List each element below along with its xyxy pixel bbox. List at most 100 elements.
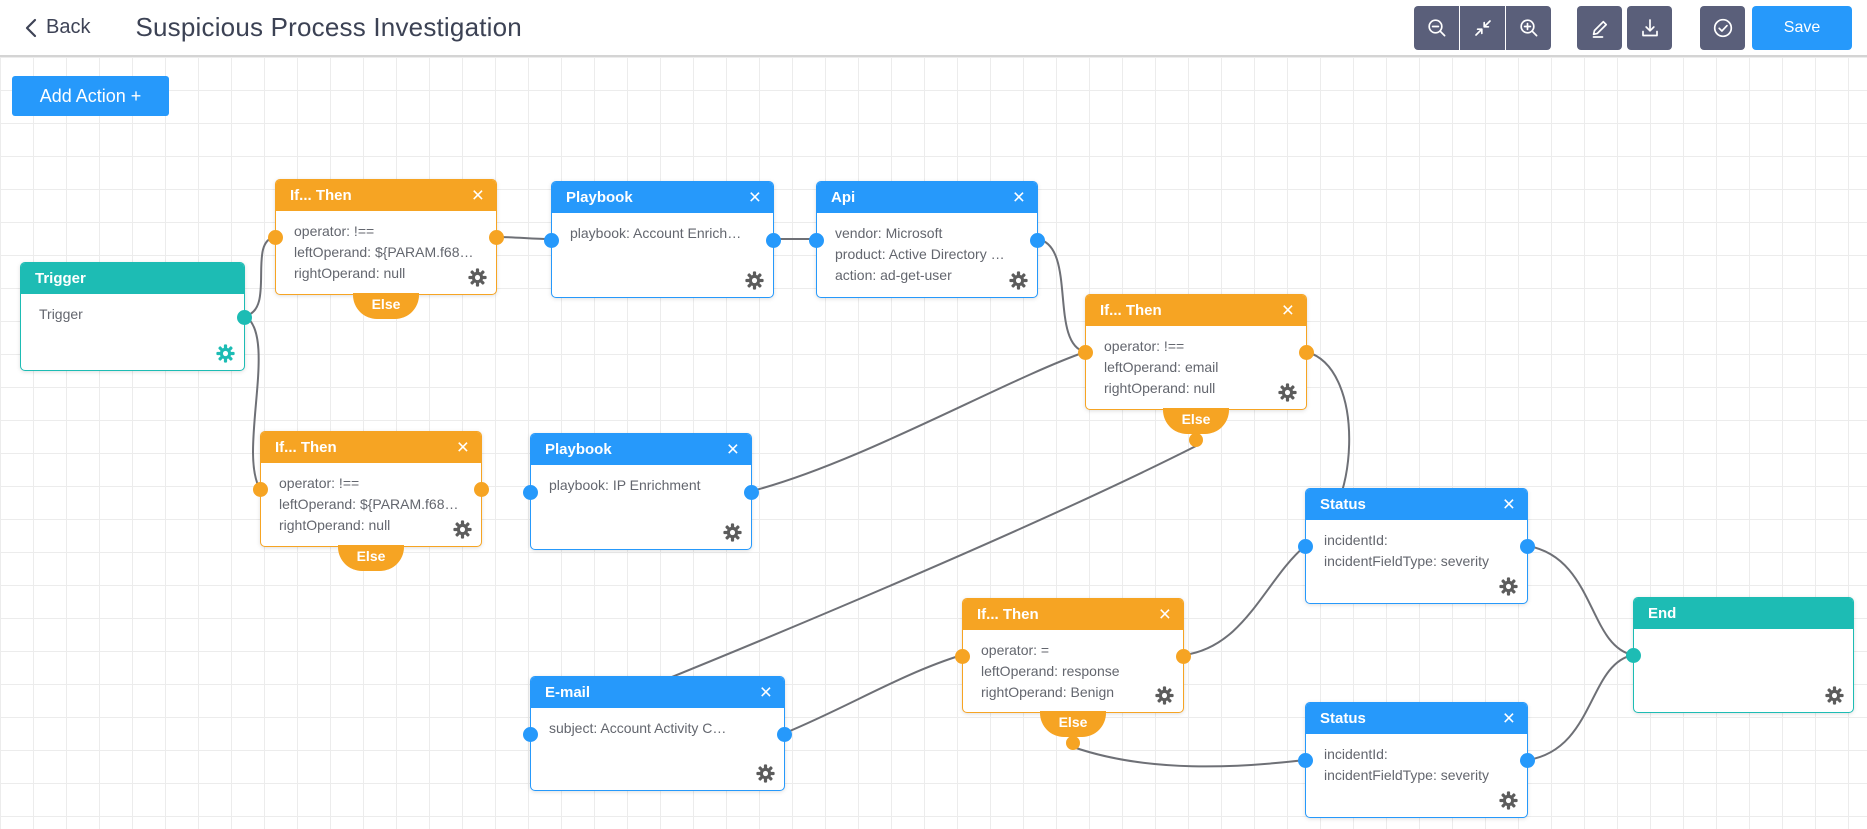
- edge-status2-to-end: [1527, 654, 1634, 761]
- node-param-line: product: Active Directory …: [835, 246, 1005, 262]
- node-param-line: leftOperand: ${PARAM.f68…: [294, 244, 474, 260]
- ifthen2-else-branch[interactable]: Else: [338, 545, 404, 571]
- api-title: Api: [831, 189, 856, 206]
- edge-status1-to-end: [1527, 545, 1634, 656]
- node-header: If... Then×: [276, 180, 496, 211]
- add-action-button[interactable]: Add Action +: [12, 76, 169, 116]
- node-ifthen3[interactable]: If... Then × operator: =leftOperand: respo…: [955, 598, 1191, 750]
- node-end[interactable]: End: [1626, 597, 1854, 713]
- ifthen-email-output-port[interactable]: [1299, 345, 1314, 360]
- node-ifthen2[interactable]: If... Then×operator: !==leftOperand: ${P…: [253, 431, 489, 571]
- close-icon[interactable]: ×: [1281, 299, 1294, 322]
- close-icon[interactable]: ×: [726, 438, 739, 461]
- gear-icon[interactable]: [453, 520, 472, 539]
- close-icon[interactable]: ×: [1502, 493, 1515, 516]
- save-button[interactable]: Save: [1752, 6, 1852, 50]
- zoom-out-icon: [1427, 19, 1445, 37]
- node-ifthen-email[interactable]: If... Then×operator: !==leftOperand: ema…: [1078, 294, 1314, 447]
- gear-icon[interactable]: [723, 523, 742, 542]
- node-param-line: Trigger: [39, 306, 83, 322]
- node-header: If... Then×: [261, 432, 481, 463]
- gear-icon[interactable]: [1825, 686, 1844, 705]
- ifthen3-title: If... Then: [977, 606, 1039, 623]
- close-icon[interactable]: ×: [471, 184, 484, 207]
- validate-button[interactable]: [1700, 6, 1745, 50]
- gear-icon[interactable]: [468, 268, 487, 287]
- node-param-line: operator: !==: [1104, 338, 1185, 354]
- node-playbook1[interactable]: Playbook×playbook: Account Enrich…: [544, 181, 781, 298]
- ifthen3-else-branch[interactable]: Else: [1040, 711, 1106, 737]
- email-output-port[interactable]: [777, 726, 792, 742]
- ifthen3-else-port[interactable]: [1066, 736, 1080, 750]
- check-circle-icon: [1713, 18, 1732, 38]
- edge-email-to-ifthen3: [784, 654, 963, 734]
- gear-icon[interactable]: [1499, 577, 1518, 596]
- playbook1-output-port[interactable]: [766, 232, 781, 248]
- export-button[interactable]: [1627, 6, 1672, 50]
- node-param-line: subject: Account Activity C…: [549, 720, 727, 736]
- ifthen2-input-port[interactable]: [253, 482, 268, 497]
- playbook1-title: Playbook: [566, 189, 633, 206]
- node-header: Playbook ×: [552, 182, 773, 213]
- ifthen-email-else-branch[interactable]: Else: [1163, 408, 1229, 434]
- ifthen3-input-port[interactable]: [955, 648, 970, 664]
- playbook1-input-port[interactable]: [544, 232, 559, 248]
- close-icon[interactable]: ×: [1502, 707, 1515, 730]
- gear-icon[interactable]: [1499, 791, 1518, 810]
- ifthen2-output-port[interactable]: [474, 482, 489, 497]
- api-input-port[interactable]: [809, 232, 824, 248]
- node-ifthen1[interactable]: If... Then×operator: !==leftOperand: ${P…: [268, 179, 504, 319]
- node-status2[interactable]: Status×incidentId:incidentFieldType: sev…: [1298, 702, 1535, 818]
- edit-button[interactable]: [1577, 6, 1622, 50]
- email-input-port[interactable]: [523, 726, 538, 742]
- status2-input-port[interactable]: [1298, 753, 1313, 768]
- gear-icon[interactable]: [1278, 383, 1297, 402]
- close-icon[interactable]: ×: [456, 436, 469, 459]
- trigger-title: Trigger: [35, 270, 86, 287]
- gear-icon[interactable]: [1009, 271, 1028, 290]
- edge-api-to-ifthen-email: [1037, 238, 1086, 353]
- status1-input-port[interactable]: [1298, 539, 1313, 554]
- node-body: [1634, 629, 1853, 712]
- zoom-in-button[interactable]: [1506, 6, 1551, 50]
- gear-icon[interactable]: [756, 764, 775, 783]
- fit-to-screen-button[interactable]: [1460, 6, 1505, 50]
- gear-icon[interactable]: [745, 271, 764, 290]
- gear-icon[interactable]: [1155, 686, 1174, 705]
- zoom-out-button[interactable]: [1414, 6, 1459, 50]
- fit-to-screen-icon: [1474, 20, 1491, 36]
- close-icon[interactable]: ×: [759, 681, 772, 704]
- close-icon[interactable]: ×: [1012, 186, 1025, 209]
- page-title: Suspicious Process Investigation: [135, 12, 522, 42]
- close-icon[interactable]: ×: [1158, 603, 1171, 626]
- end-input-port[interactable]: [1626, 648, 1641, 663]
- api-output-port[interactable]: [1030, 232, 1045, 248]
- close-icon[interactable]: ×: [748, 186, 761, 209]
- trigger-output-port[interactable]: [237, 309, 252, 325]
- ifthen3-output-port[interactable]: [1176, 648, 1191, 664]
- node-param-line: playbook: IP Enrichment: [549, 477, 701, 493]
- gear-icon[interactable]: [216, 344, 235, 363]
- node-body: operator: !==leftOperand: ${PARAM.f68…ri…: [276, 211, 496, 294]
- node-playbook2[interactable]: Playbook×playbook: IP Enrichment: [523, 433, 759, 550]
- ifthen1-output-port[interactable]: [489, 230, 504, 245]
- playbook2-input-port[interactable]: [523, 484, 538, 500]
- node-status1[interactable]: Status×incidentId:incidentFieldType: sev…: [1298, 488, 1535, 604]
- playbook2-output-port[interactable]: [744, 484, 759, 500]
- node-body: Trigger: [21, 294, 244, 370]
- node-param-line: rightOperand: null: [1104, 380, 1216, 396]
- ifthen-email-input-port[interactable]: [1078, 345, 1093, 360]
- ifthen-email-else-port[interactable]: [1189, 433, 1203, 447]
- edge-trigger-to-ifthen2: [244, 315, 261, 490]
- status2-output-port[interactable]: [1520, 753, 1535, 768]
- toolbar: Save: [1414, 6, 1852, 50]
- back-button[interactable]: Back: [25, 16, 90, 39]
- ifthen1-input-port[interactable]: [268, 230, 283, 245]
- status1-output-port[interactable]: [1520, 539, 1535, 554]
- ifthen1-else-branch[interactable]: Else: [353, 293, 419, 319]
- node-email[interactable]: E-mail×subject: Account Activity C…: [523, 676, 792, 791]
